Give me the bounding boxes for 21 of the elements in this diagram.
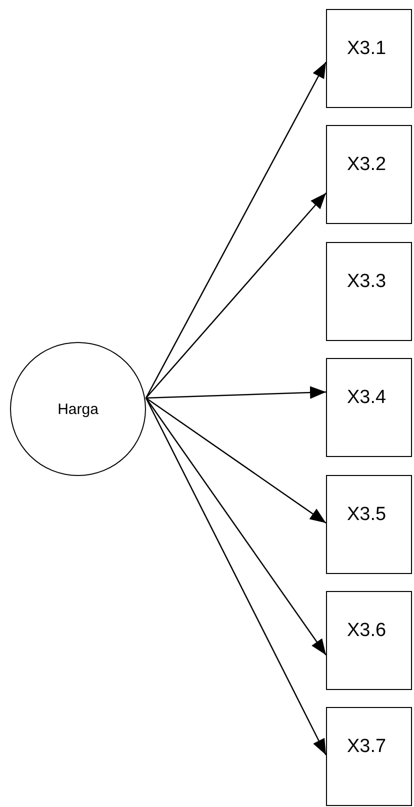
indicator-box xyxy=(326,591,412,690)
indicator-box xyxy=(326,475,412,574)
node-label: X3.5 xyxy=(347,504,386,526)
indicator-box xyxy=(326,242,412,341)
node-label: X3.7 xyxy=(347,736,386,758)
node-label: X3.2 xyxy=(347,154,386,176)
indicator-box xyxy=(326,707,412,806)
node-label: X3.6 xyxy=(347,620,386,642)
node-label: X3.1 xyxy=(347,38,386,60)
arrow xyxy=(146,397,326,524)
indicator-box xyxy=(326,358,412,457)
arrow xyxy=(145,398,327,756)
node-label: Harga xyxy=(58,400,98,418)
arrow xyxy=(146,192,326,398)
node-label: X3.4 xyxy=(347,387,386,409)
arrow xyxy=(145,398,327,656)
node-label: X3.3 xyxy=(347,271,386,293)
indicator-box xyxy=(326,125,412,224)
indicator-box xyxy=(326,9,412,108)
arrow xyxy=(145,62,327,398)
arrow xyxy=(146,386,326,399)
